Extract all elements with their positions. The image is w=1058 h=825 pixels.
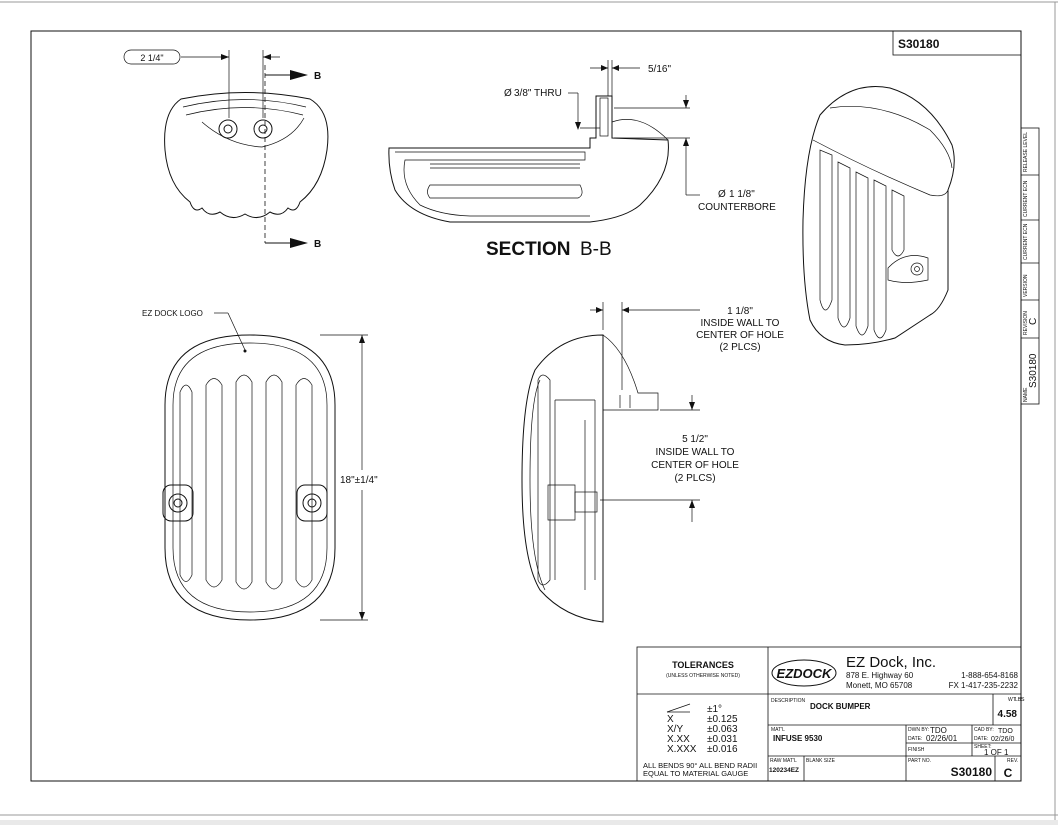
front-view: EZ DOCK LOGO 18"±1/4" [142,309,378,621]
revision-strip: RELEASE LEVEL CURRENT ECN CURRENT ECN VE… [1020,127,1040,405]
tol-note-1: ALL BENDS 90° ALL BEND RADII [643,761,757,770]
company-name: EZ Dock, Inc. [846,654,936,671]
cad-date-label: DATE: [974,736,988,742]
weight-unit-label: LBS [1015,697,1025,703]
strip-name-value: S30180 [1028,353,1039,388]
drawn-date-value: 02/26/01 [926,734,958,743]
ezdock-logo [771,659,837,687]
raw-material-value: 120234EZ [769,767,799,774]
drawn-date-label: DATE: [908,736,922,742]
diameter-symbol-counterbore: Ø [718,189,726,200]
strip-ecn-label-1: CURRENT ECN [1023,180,1029,217]
company-address-2: Monett, MO 65708 [846,681,913,690]
note-a-line3: CENTER OF HOLE [696,330,784,341]
strip-revision-value: C [1028,318,1039,325]
raw-material-label: RAW MAT'L [770,758,797,764]
note-a-line1: 1 1/8" [727,306,753,317]
dim-5-16: 5/16" [648,64,671,75]
tol-xy-label: X/Y [667,724,683,735]
dim-height: 18"±1/4" [340,475,378,486]
section-letters: B-B [580,239,612,260]
strip-release-label: RELEASE LEVEL [1023,132,1029,172]
diameter-symbol-thru: Ø [504,88,512,99]
tol-note-2: EQUAL TO MATERIAL GAUGE [643,769,748,778]
company-fax: FX 1-417-235-2232 [949,681,1019,690]
drawing-number-top: S30180 [898,37,940,51]
logo-callout: EZ DOCK LOGO [142,309,203,318]
material-value: INFUSE 9530 [773,734,823,743]
company-phone: 1-888-654-8168 [961,671,1018,680]
tol-angle-value: ±1° [707,704,722,715]
dim-2-1-4: 2 1/4" [140,53,163,63]
part-no-value: S30180 [951,765,993,779]
revision-label: REV. [1007,758,1018,764]
strip-name-label: NAME [1023,387,1029,402]
section-title: SECTION [486,239,570,260]
title-block: TOLERANCES (UNLESS OTHERWISE NOTED) ±1° … [636,646,1025,782]
strip-ecn-label-2: CURRENT ECN [1023,223,1029,260]
sheet-border [30,30,1022,782]
note-b-line2: INSIDE WALL TO [656,447,735,458]
ezdock-logo-text: EZDOCK [777,666,834,681]
side-view: 1 1/8" INSIDE WALL TO CENTER OF HOLE (2 … [521,302,784,623]
finish-label: FINISH [908,747,925,753]
dim-3-8-thru: 3/8" THRU [514,88,562,99]
revision-value: C [1004,766,1013,780]
tolerances-title: TOLERANCES [672,660,734,670]
material-label: MAT'L [771,727,785,733]
drawn-by-label: DWN BY: [908,727,929,733]
tol-xxx-label: X.XX [667,734,690,745]
note-a-line2: INSIDE WALL TO [701,318,780,329]
strip-version-label: VERSION [1023,274,1029,297]
part-no-label: PART NO. [908,758,931,764]
tol-xy-value: ±0.063 [707,724,738,735]
section-view: 5/16" Ø 3/8" THRU Ø 1 1/8" COUNTERBORE S… [388,60,776,260]
company-address-1: 878 E. Highway 60 [846,671,914,680]
section-marker-top: B [314,71,321,82]
cad-by-value: TDO [998,728,1013,735]
drawing-number-box: S30180 [892,30,1022,56]
weight-value: 4.58 [998,709,1018,720]
description-value: DOCK BUMPER [810,702,871,711]
weight-label: WT [1008,697,1016,703]
cad-by-label: CAD BY: [974,727,994,733]
top-view: 2 1/4" B B [123,49,329,250]
dim-counterbore-value: 1 1/8" [729,189,755,200]
tol-x-label: X [667,714,674,725]
description-label: DESCRIPTION [771,698,806,704]
blank-size-label: BLANK SIZE [806,758,836,764]
tol-xxxx-label: X.XXX [667,744,697,755]
note-b-line3: CENTER OF HOLE [651,460,739,471]
strip-revision-label: REVISION [1023,311,1029,335]
tol-xxxx-value: ±0.016 [707,744,738,755]
tolerances-subtitle: (UNLESS OTHERWISE NOTED) [666,673,740,679]
note-b-line1: 5 1/2" [682,434,708,445]
sheet-label: SHEET: [974,744,992,750]
isometric-view [802,86,955,346]
sheet-value: 1 OF 1 [984,748,1009,757]
cad-date-value: 02/26/0 [991,736,1014,743]
note-b-line4: (2 PLCS) [674,473,715,484]
dim-counterbore-label: COUNTERBORE [698,202,776,213]
note-a-line4: (2 PLCS) [719,342,760,353]
section-marker-bottom: B [314,239,321,250]
tol-x-value: ±0.125 [707,714,738,725]
drawn-by-value: TDO [930,726,947,735]
tol-xxx-value: ±0.031 [707,734,738,745]
